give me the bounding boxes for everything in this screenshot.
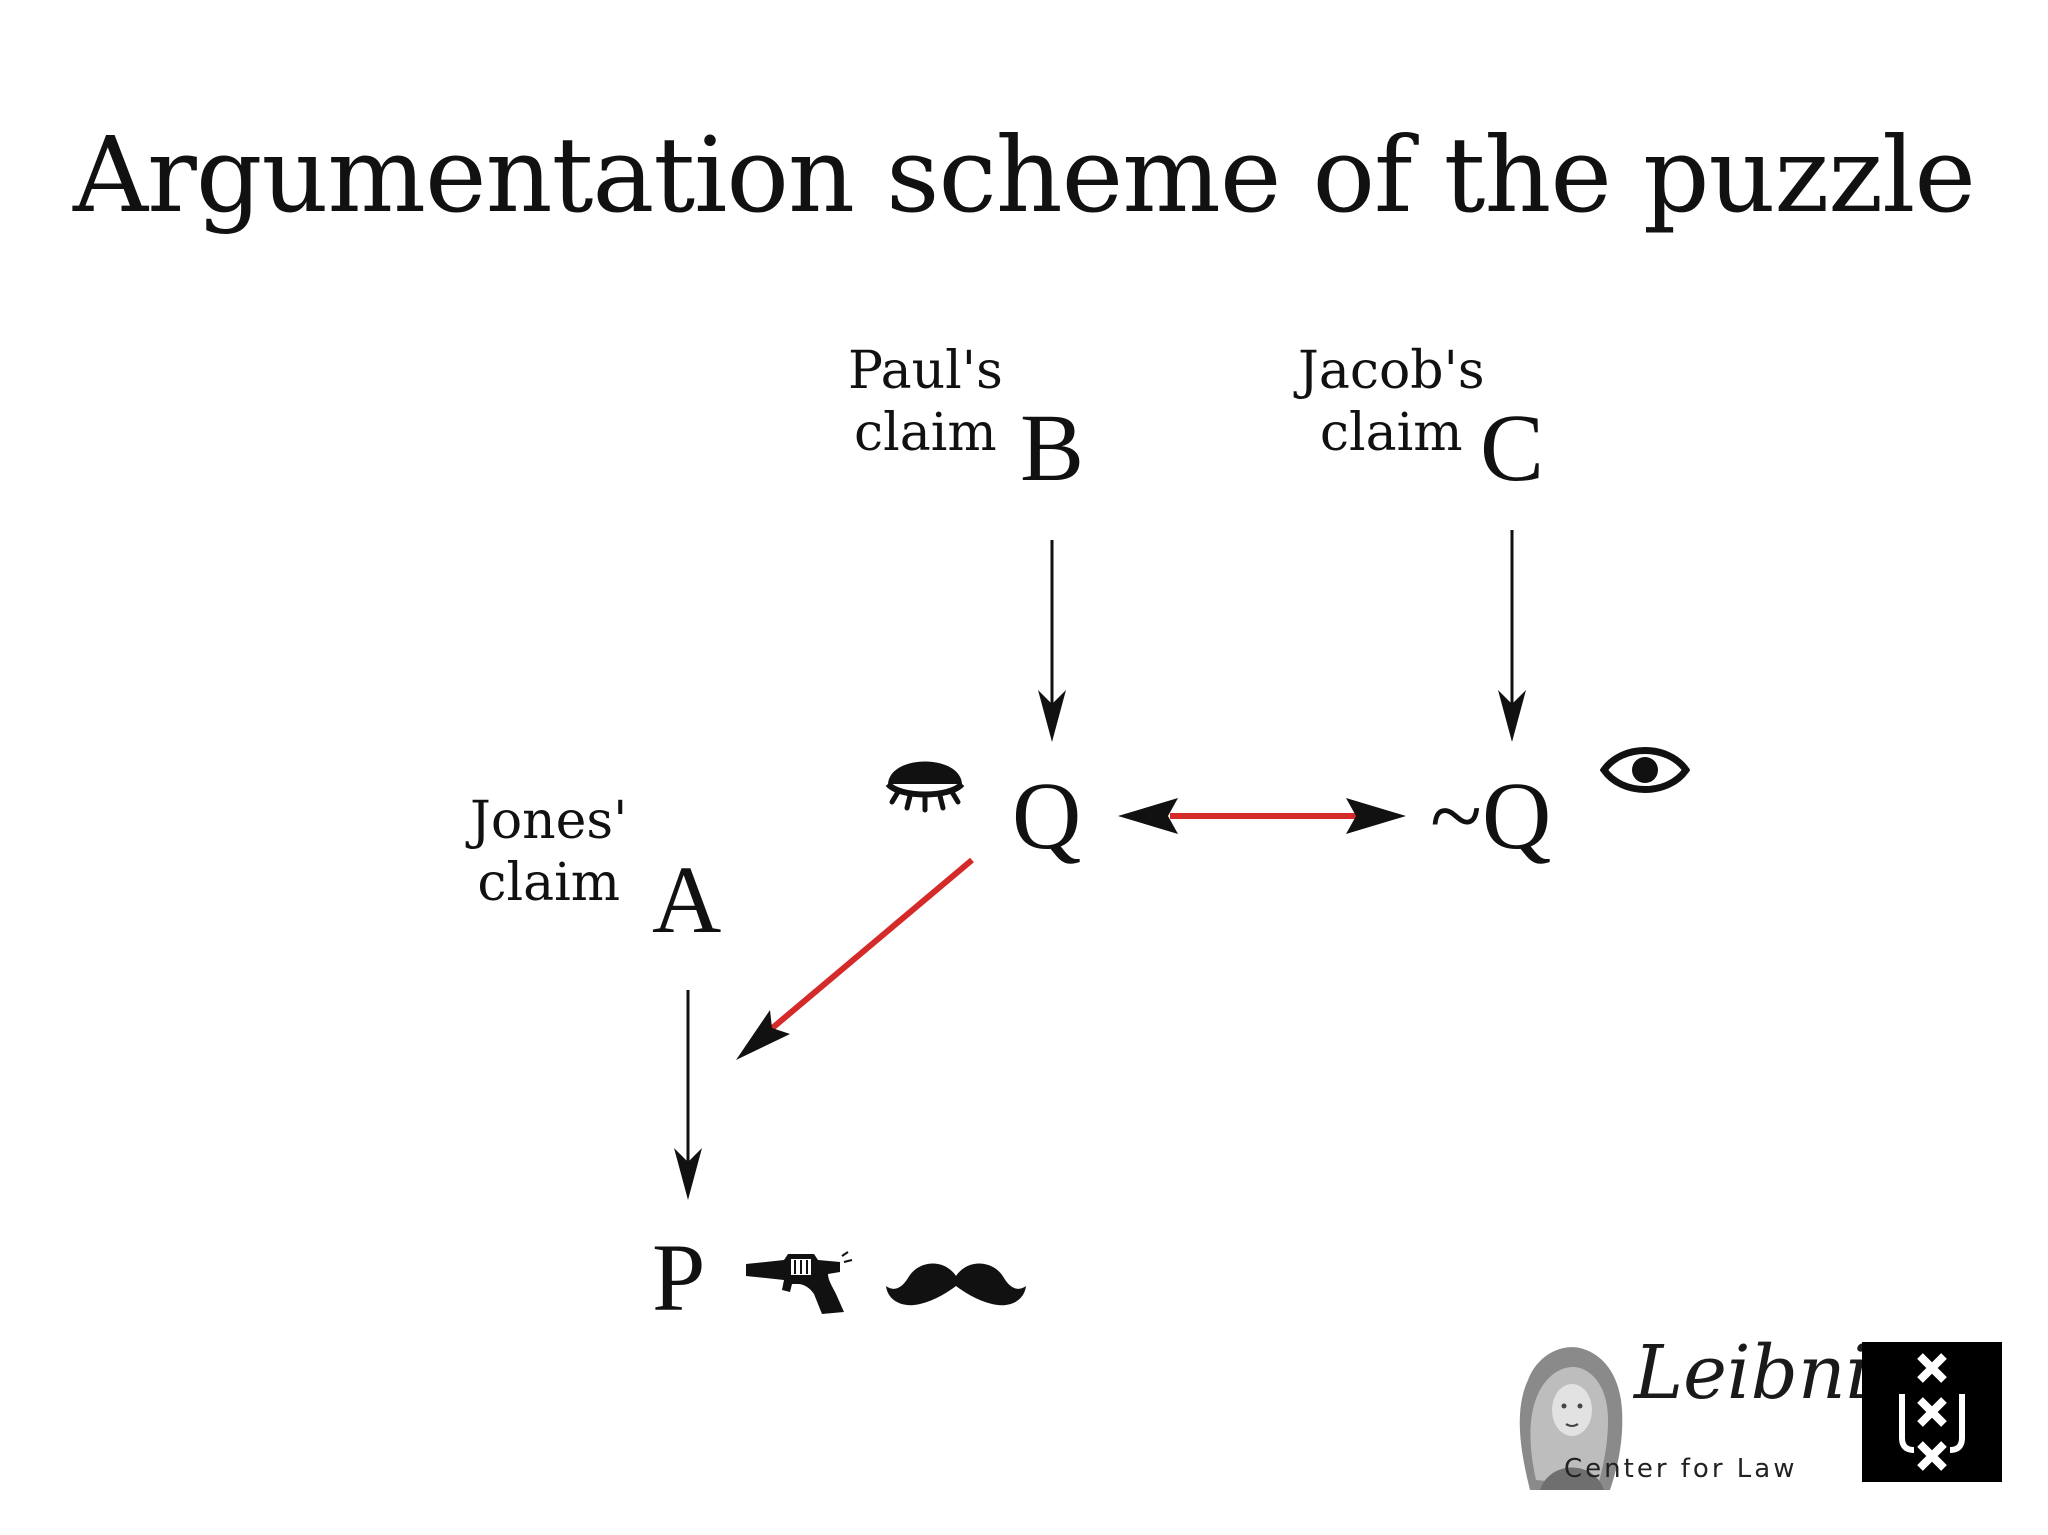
revolver-icon bbox=[746, 1251, 853, 1314]
arrow-a-to-p bbox=[674, 990, 702, 1200]
leibniz-subtitle: Center for Law bbox=[1564, 1454, 1798, 1484]
node-q: Q bbox=[1012, 762, 1082, 869]
paul-claim-label: Paul's claim bbox=[848, 340, 1003, 464]
jacob-claim-line1: Jacob's bbox=[1298, 341, 1485, 401]
jacob-claim-line2: claim bbox=[1319, 403, 1463, 463]
uva-xxx-logo bbox=[1862, 1342, 2002, 1482]
arrow-c-to-not-q bbox=[1498, 530, 1526, 742]
jacob-claim-label: Jacob's claim bbox=[1298, 340, 1485, 464]
mustache-icon bbox=[886, 1263, 1026, 1306]
open-eye-icon bbox=[1600, 747, 1690, 793]
node-not-q: ~Q bbox=[1430, 762, 1552, 869]
paul-claim-line1: Paul's bbox=[848, 341, 1003, 401]
jones-claim-line2: claim bbox=[477, 853, 621, 913]
node-c: C bbox=[1480, 394, 1545, 501]
paul-claim-line2: claim bbox=[854, 403, 997, 463]
jones-claim-label: Jones' claim bbox=[470, 790, 627, 914]
arrow-q-conflict-not-q bbox=[1118, 798, 1406, 834]
node-a: A bbox=[652, 846, 722, 953]
node-b: B bbox=[1020, 394, 1085, 501]
slide-title: Argumentation scheme of the puzzle bbox=[73, 114, 1976, 236]
jones-claim-line1: Jones' bbox=[470, 791, 628, 851]
node-p: P bbox=[652, 1224, 706, 1331]
leibniz-portrait-icon bbox=[1519, 1347, 1623, 1490]
arrow-q-attacks-a bbox=[736, 857, 974, 1060]
arrow-b-to-q bbox=[1038, 540, 1066, 742]
closed-eye-icon bbox=[885, 761, 965, 813]
